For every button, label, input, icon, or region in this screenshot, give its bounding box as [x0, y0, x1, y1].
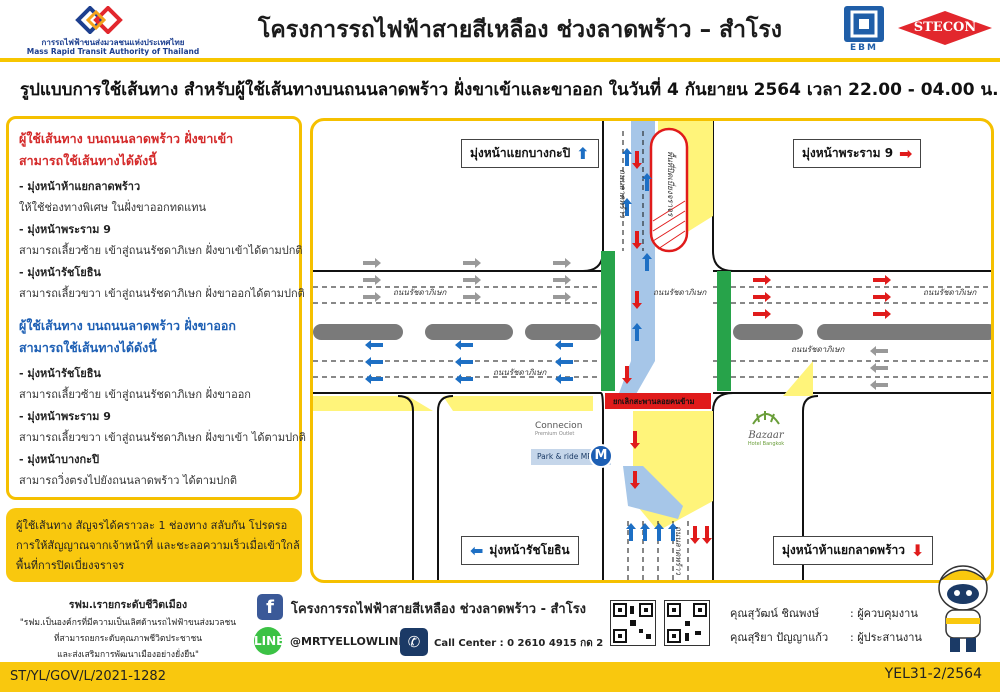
road-label-ladprao-bottom: ถนนลาดพร้าว [674, 526, 683, 575]
phone-icon: ✆ [400, 628, 428, 656]
inbound-item-2-title: - มุ่งหน้าพระราม 9 [19, 223, 111, 236]
header: การรถไฟฟ้าขนส่งมวลชนแห่งประเทศไทย Mass R… [0, 0, 1000, 62]
direction-bangkapi: มุ่งหน้าแยกบางกะปิ ⬆ [461, 139, 599, 168]
road-label-ratchada-5: ถนนรัชดาภิเษก [791, 345, 845, 354]
ebm-text: EBM [850, 43, 878, 53]
rfm-title: รฟม.เรายกระดับชีวิตเมือง [68, 599, 188, 611]
mrta-logo: การรถไฟฟ้าขนส่งมวลชนแห่งประเทศไทย Mass R… [8, 6, 218, 56]
outbound-heading-2: สามารถใช้เส้นทางได้ดังนี้ [19, 340, 157, 355]
connecion-name: Connecion [535, 421, 583, 431]
road-label-ratchada-4: ถนนรัชดาภิเษก [493, 368, 547, 377]
usage-panel: ผู้ใช้เส้นทาง บนถนนลาดพร้าว ฝั่งขาเข้า ส… [6, 116, 306, 500]
arrow-down-icon: ⬇ [911, 540, 925, 560]
road-label-ladprao-top: ถนนลาดพร้าว [618, 169, 627, 218]
facebook-page-name[interactable]: โครงการรถไฟฟ้าสายสีเหลือง ช่วงลาดพร้าว -… [291, 602, 587, 617]
contact-name-2: คุณสุริยา ปัญญาแก้ว [730, 631, 829, 644]
inbound-item-3-desc: สามารถเลี้ยวขวา เข้าสู่ถนนรัชดาภิเษก ฝั่… [19, 287, 305, 300]
notice-line-3: พื้นที่การปิดเบี่ยงจราจร [16, 559, 125, 572]
inbound-item-2-desc: สามารถเลี้ยวซ้าย เข้าสู่ถนนรัชดาภิเษก ฝั… [19, 244, 303, 257]
arrow-up-icon: ⬆ [576, 143, 590, 163]
traffic-map-drawing [313, 121, 991, 580]
mrta-logo-mark [75, 6, 123, 34]
inbound-heading-2: สามารถใช้เส้นทางได้ดังนี้ [19, 153, 157, 168]
outbound-item-1-title: - มุ่งหน้ารัชโยธิน [19, 367, 101, 380]
stecon-text: STECON [913, 20, 977, 35]
qr-code-icon [664, 600, 710, 646]
mascot-icon [938, 565, 988, 652]
footbridge-cancel-label: ยกเลิกสะพานลอยคนข้าม [613, 397, 695, 406]
notice-panel: ผู้ใช้เส้นทาง สัญจรได้คราวละ 1 ช่องทาง ส… [6, 508, 302, 582]
arrow-right-icon: ➡ [899, 143, 913, 163]
mrta-name-en: Mass Rapid Transit Authority of Thailand [26, 47, 200, 56]
direction-ratchayothin: ⬅ มุ่งหน้ารัชโยธิน [461, 536, 579, 565]
notice-line-1: ผู้ใช้เส้นทาง สัญจรได้คราวละ 1 ช่องทาง ส… [16, 519, 288, 532]
inbound-item-1-desc: ให้ใช้ช่องทางพิเศษ ในฝั่งขาออกทดแทน [19, 201, 206, 214]
outbound-item-2-desc: สามารถเลี้ยวขวา เข้าสู่ถนนรัชดาภิเษก ฝั่… [19, 431, 306, 444]
outbound-heading-1: ผู้ใช้เส้นทาง บนถนนลาดพร้าว ฝั่งขาออก [19, 318, 236, 333]
mrt-icon: M [589, 444, 613, 468]
road-label-ratchada-1: ถนนรัชดาภิเษก [393, 288, 447, 297]
outbound-item-3-title: - มุ่งหน้าบางกะปิ [19, 453, 100, 466]
contact-role-1: : ผู้ควบคุมงาน [850, 607, 918, 620]
inbound-item-3-title: - มุ่งหน้ารัชโยธิน [19, 266, 101, 279]
page-title: โครงการรถไฟฟ้าสายสีเหลือง ช่วงลาดพร้าว –… [258, 17, 782, 43]
direction-ladprao-intersection-label: มุ่งหน้าห้าแยกลาดพร้าว [782, 543, 906, 557]
leaf-icon [752, 411, 780, 425]
rfm-line-3: และส่งเสริมการพัฒนาเมืองอย่างยั่งยืน" [57, 650, 199, 660]
outbound-item-3-desc: สามารถวิ่งตรงไปยังถนนลาดพร้าว ได้ตามปกติ [19, 474, 237, 487]
direction-rama9: มุ่งหน้าพระราม 9 ➡ [793, 139, 922, 168]
road-label-ratchada-3: ถนนรัชดาภิเษก [923, 288, 977, 297]
traffic-map: มุ่งหน้าแยกบางกะปิ ⬆ มุ่งหน้าพระราม 9 ➡ … [310, 118, 994, 583]
bazaar-hotel-logo: Bazaar Hotel Bangkok [741, 408, 791, 447]
outbound-item-1-desc: สามารถเลี้ยวซ้าย เข้าสู่ถนนรัชดาภิเษก ฝั… [19, 388, 251, 401]
qr-code-icon [610, 600, 656, 646]
direction-ratchayothin-label: มุ่งหน้ารัชโยธิน [489, 543, 570, 557]
contact-name-1: คุณสุวัฒน์ ชิณพงษ์ [730, 607, 819, 620]
rfm-slogan: รฟม.เรายกระดับชีวิตเมือง "รฟม.เป็นองค์กร… [10, 596, 246, 661]
call-center: Call Center : 0 2610 4915 กด 2 [434, 638, 604, 649]
connecion-sub: Premium Outlet [535, 431, 575, 437]
closed-area-label: พื้นที่ปิดเบี่ยงจราจร [666, 151, 675, 217]
bottom-bar [0, 662, 1000, 692]
ebm-logo-mark [844, 6, 884, 42]
line-account[interactable]: @MRTYELLOWLINE [290, 635, 406, 648]
document-number: YEL31-2/2564 [884, 666, 982, 682]
direction-rama9-label: มุ่งหน้าพระราม 9 [802, 146, 894, 160]
document-code: ST/YL/GOV/L/2021-1282 [10, 669, 166, 684]
facebook-icon[interactable]: f [257, 594, 283, 620]
inbound-heading-1: ผู้ใช้เส้นทาง บนถนนลาดพร้าว ฝั่งขาเข้า [19, 131, 234, 146]
rfm-line-1: "รฟม.เป็นองค์กรที่มีความเป็นเลิศด้านรถไฟ… [19, 618, 237, 628]
stecon-logo: STECON [897, 10, 993, 46]
mrta-name-th: การรถไฟฟ้าขนส่งมวลชนแห่งประเทศไทย [41, 38, 185, 47]
inbound-item-1-title: - มุ่งหน้าห้าแยกลาดพร้าว [19, 180, 141, 193]
arrow-left-icon: ⬅ [470, 540, 484, 560]
line-icon[interactable]: LINE [254, 627, 284, 655]
connecion-logo: Connecion Premium Outlet [535, 421, 595, 437]
road-label-ratchada-2: ถนนรัชดาภิเษก [653, 288, 707, 297]
direction-bangkapi-label: มุ่งหน้าแยกบางกะปิ [470, 146, 571, 160]
bazaar-sub: Hotel Bangkok [747, 441, 785, 447]
notice-line-2: การให้สัญญาณจากเจ้าหน้าที่ และชะลอความเร… [16, 539, 300, 552]
direction-ladprao-intersection: มุ่งหน้าห้าแยกลาดพร้าว ⬇ [773, 536, 934, 565]
rfm-line-2: ที่สามารถยกระดับคุณภาพชีวิตประชาชน [53, 634, 203, 644]
ebm-logo: EBM [840, 6, 888, 56]
outbound-item-2-title: - มุ่งหน้าพระราม 9 [19, 410, 111, 423]
bazaar-name: Bazaar [748, 430, 784, 441]
contact-role-2: : ผู้ประสานงาน [850, 631, 922, 644]
subtitle: รูปแบบการใช้เส้นทาง สำหรับผู้ใช้เส้นทางบ… [20, 80, 999, 100]
